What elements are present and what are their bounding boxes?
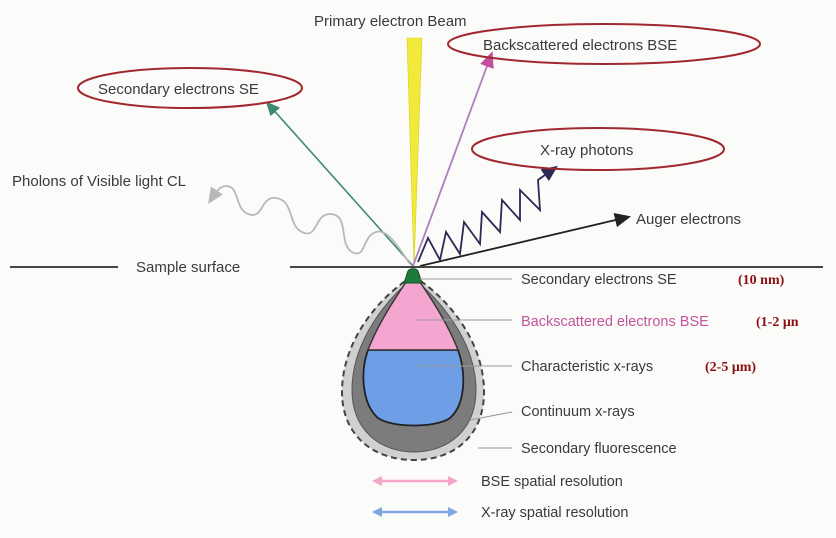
se-region [403, 268, 423, 284]
label-sample-surface: Sample surface [136, 259, 240, 276]
label-bse-top: Backscattered electrons BSE [483, 37, 677, 54]
label-se-top: Secondary electrons SE [98, 81, 259, 98]
label-char-xrays-size: (2-5 μm) [705, 360, 756, 375]
xray-photons-ellipse [471, 127, 725, 171]
label-bse-depth-size: (1-2 μn [756, 315, 799, 330]
label-auger: Auger electrons [636, 211, 741, 228]
label-char-xrays: Characteristic x-rays [521, 359, 653, 375]
auger-ray [419, 213, 632, 267]
label-se-depth-size: (10 nm) [738, 273, 785, 288]
label-legend-bse: BSE spatial resolution [481, 474, 623, 490]
se-top-ellipse [77, 67, 303, 109]
legend-xray-arrowhead-left [372, 507, 382, 517]
xray-wave [417, 165, 558, 263]
leader-continuum [469, 411, 513, 421]
label-photons-cl: Pholons of Visible light CL [12, 173, 186, 190]
xray-region [362, 349, 465, 427]
bse-top-ellipse [447, 23, 761, 65]
label-se-depth: Secondary electrons SE [521, 272, 677, 288]
bse-ray [412, 51, 494, 267]
legend-bse-arrowhead-left [372, 476, 382, 486]
legend-bse-arrowhead-right [448, 476, 458, 486]
label-legend-xray: X-ray spatial resolution [481, 505, 629, 521]
legend-xray-arrowhead-right [448, 507, 458, 517]
label-xray-photons: X-ray photons [540, 142, 633, 159]
label-continuum: Continuum x-rays [521, 404, 635, 420]
primary-beam [406, 37, 423, 269]
label-bse-depth: Backscattered electrons BSE [521, 314, 709, 330]
se-ray [265, 101, 414, 267]
bse-region [366, 281, 460, 351]
label-primary-beam: Primary electron Beam [314, 13, 467, 30]
cl-wave [208, 185, 411, 265]
label-fluorescence: Secondary fluorescence [521, 441, 677, 457]
legend: BSE spatial resolution X-ray spatial res… [372, 474, 629, 521]
